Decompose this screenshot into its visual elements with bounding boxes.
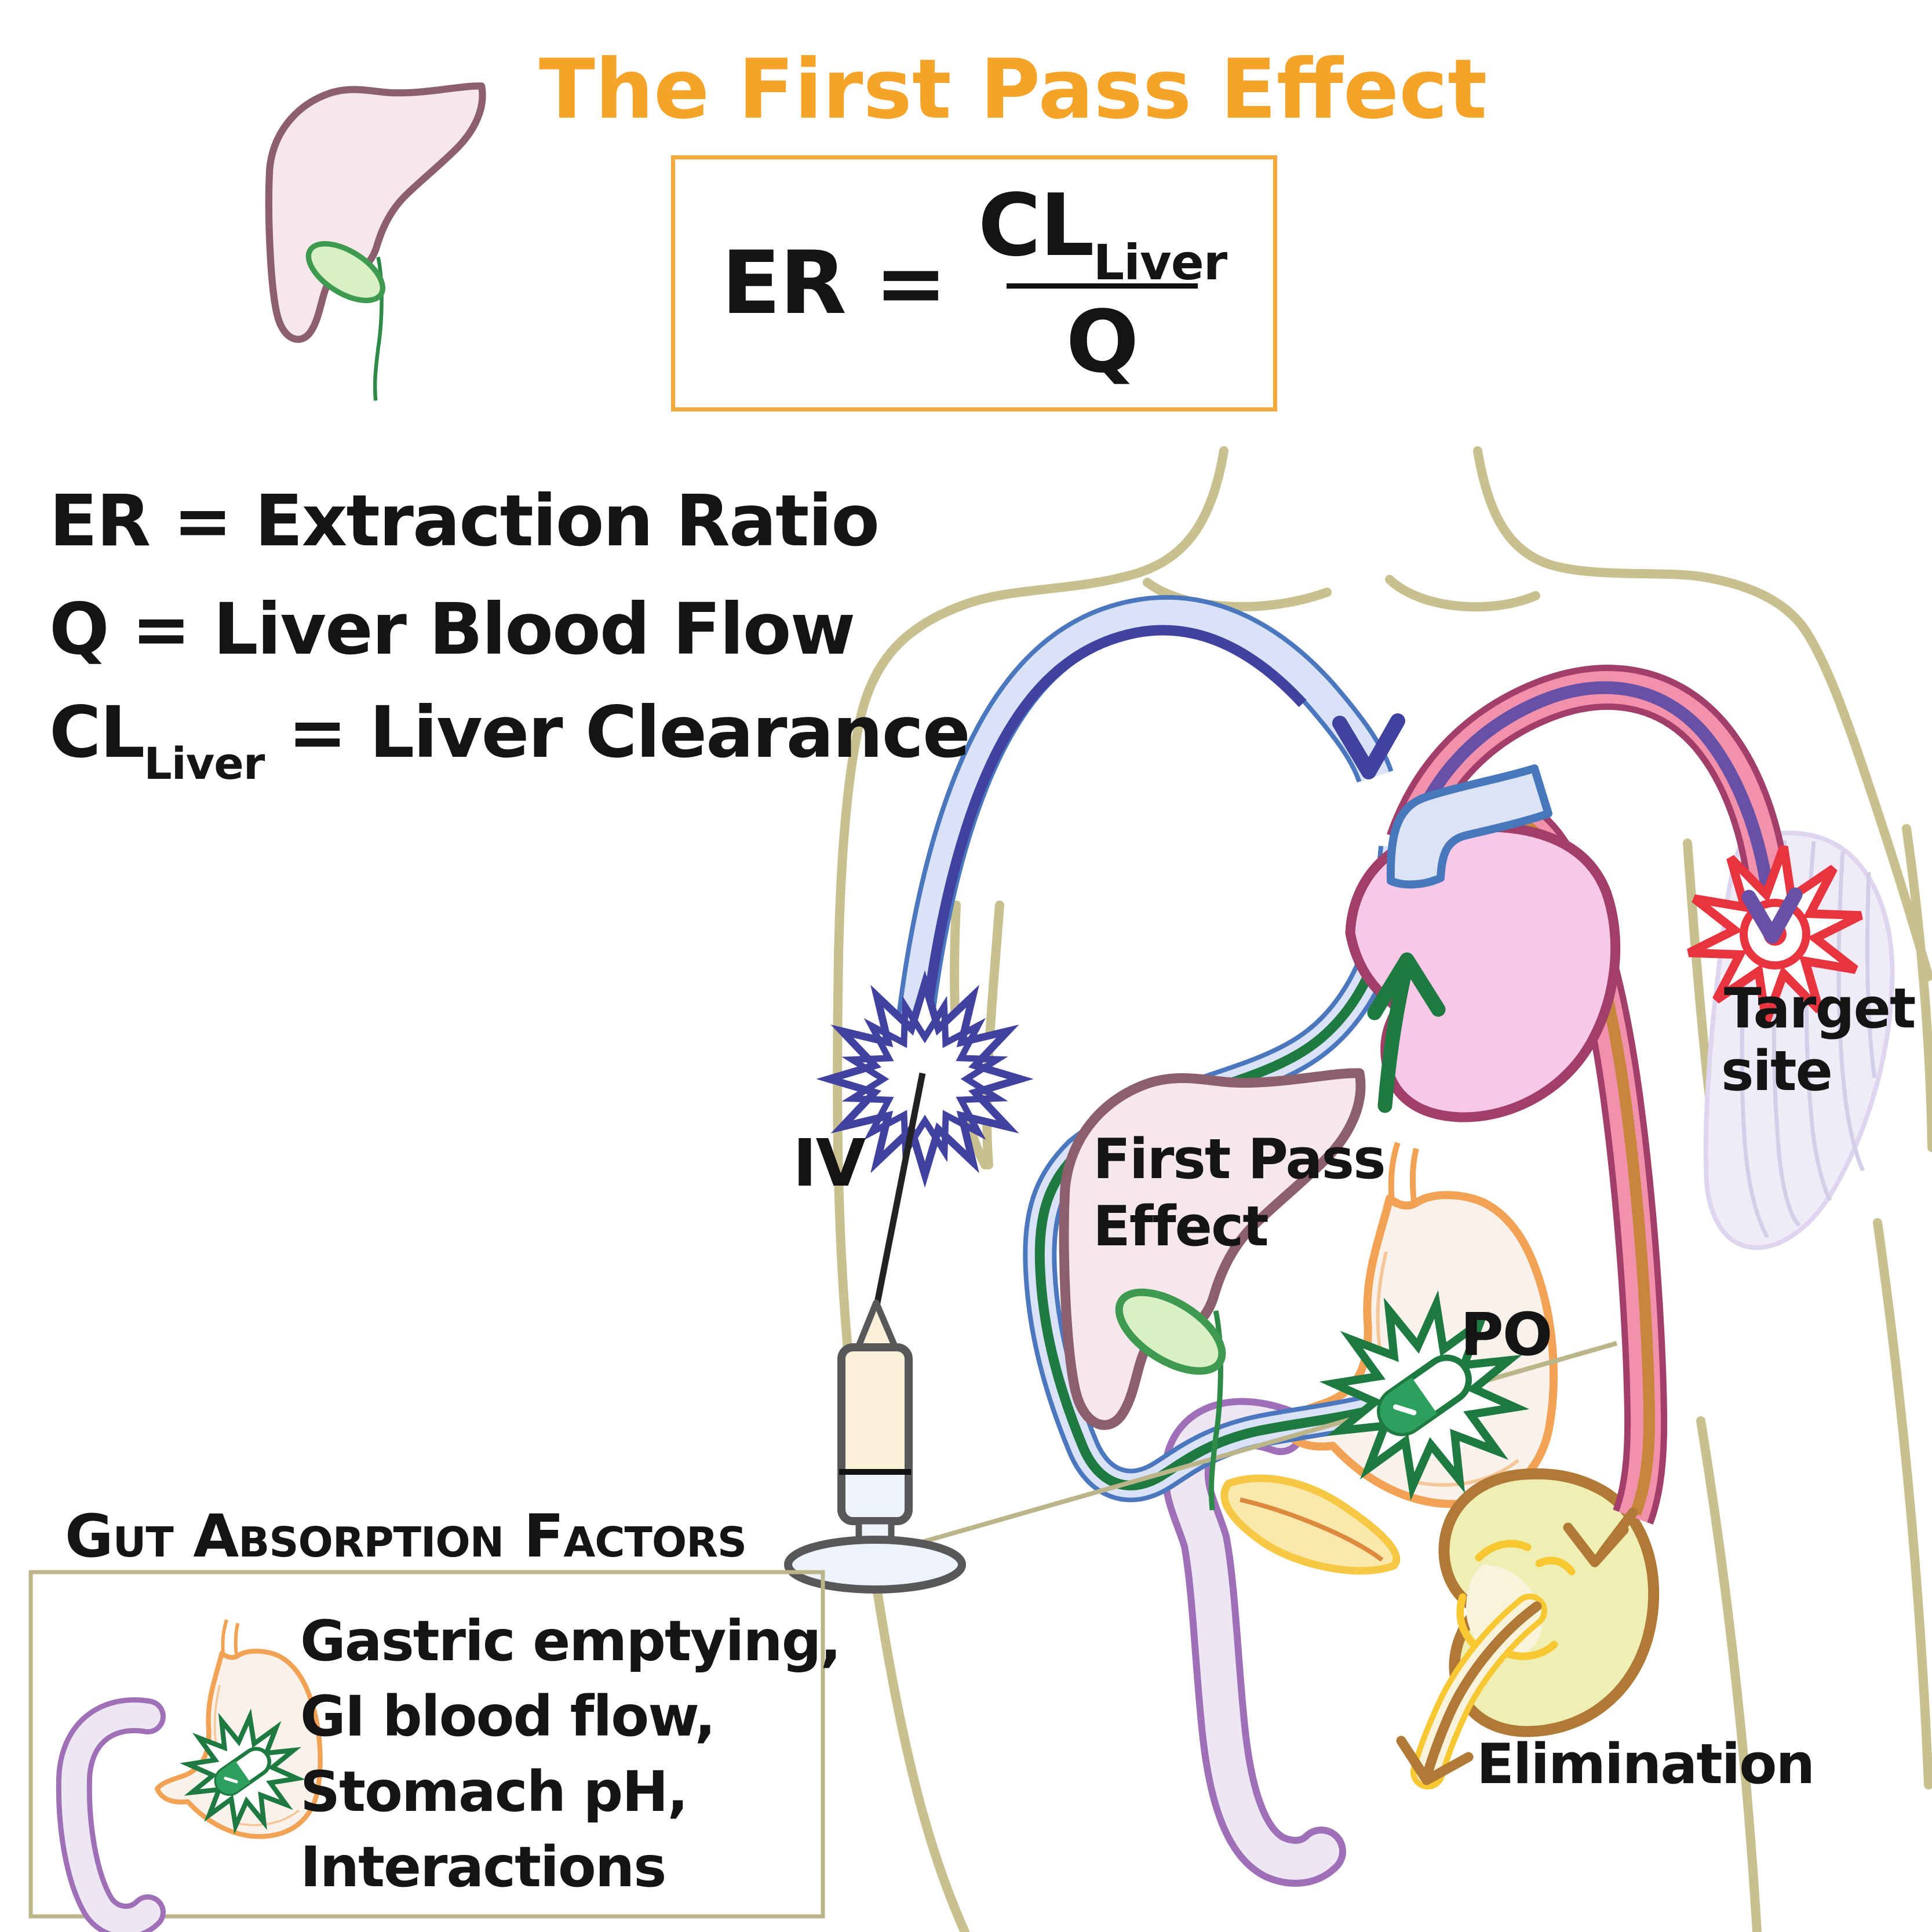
body-right-side [1473,446,1932,981]
iv-drug-path [909,625,1307,1140]
body-left-side [833,446,1229,1932]
gut-factor-item: Gastric emptying, [300,1609,841,1674]
gut-box-duodenum [56,1697,166,1932]
first-pass-label-line1: First Pass [1093,1128,1386,1191]
elimination-label: Elimination [1477,1733,1815,1796]
definition-cl-sub: Liver [144,738,265,789]
gut-factor-item: GI blood flow, [300,1684,716,1749]
definition-cl: CLLiver = Liver Clearance [49,695,971,786]
po-label: PO [1460,1300,1552,1369]
formula-box: ER = CLLiver Q [671,155,1277,411]
clavicle-right [1385,575,1540,612]
formula-lhs: ER = [721,233,947,334]
formula-denominator: Q [1066,291,1139,392]
page-title: The First Pass Effect [539,42,1488,137]
portal-hepatic-vessel [1023,845,1428,1503]
definition-er: ER = Extraction Ratio [49,480,880,562]
definition-cl-rest: = Liver Clearance [287,691,971,774]
target-site-label-line2: site [1721,1040,1833,1103]
oral-drug-path [1034,847,1424,1490]
gut-factor-item: Interactions [300,1835,666,1900]
elimination-arrows [1396,1507,1638,1785]
hip-line-right [1873,1218,1932,1789]
aorta-icon [1386,764,1552,889]
gut-box-title: Gut Absorption Factors [63,1505,757,1568]
vein-iv-route [884,595,1394,1142]
formula-numerator: CL [978,175,1095,275]
arm-line-right [1902,824,1932,1152]
formula-fraction: CLLiver Q [978,176,1227,392]
vein-arrowhead [1332,713,1405,779]
iv-label: IV [793,1126,866,1201]
first-pass-label-line2: Effect [1093,1195,1269,1259]
renal-calyces [1456,1540,1576,1660]
target-site-marker [1687,845,1863,1023]
fraction-bar [1007,283,1198,289]
target-arrowhead [1741,887,1803,944]
definition-q: Q = Liver Blood Flow [49,588,855,670]
po-pill-site [1319,1290,1530,1501]
kidney [1410,1468,1660,1789]
target-site-label-line1: Target [1724,977,1916,1041]
pancreas [1220,1474,1401,1575]
gut-factors-box-border [28,1570,825,1919]
arteries [1387,665,1791,1525]
small-liver-icon [269,86,483,400]
formula-numerator-sub: Liver [1093,234,1227,291]
syringe-icon [784,1072,966,1594]
definition-cl-main: CL [49,691,145,774]
hepatic-vein-arrow [1367,952,1446,1113]
gut-box-stomach [157,1620,320,1836]
gut-factor-item: Stomach pH, [300,1759,688,1824]
hip-line-left [1696,1416,1762,1932]
